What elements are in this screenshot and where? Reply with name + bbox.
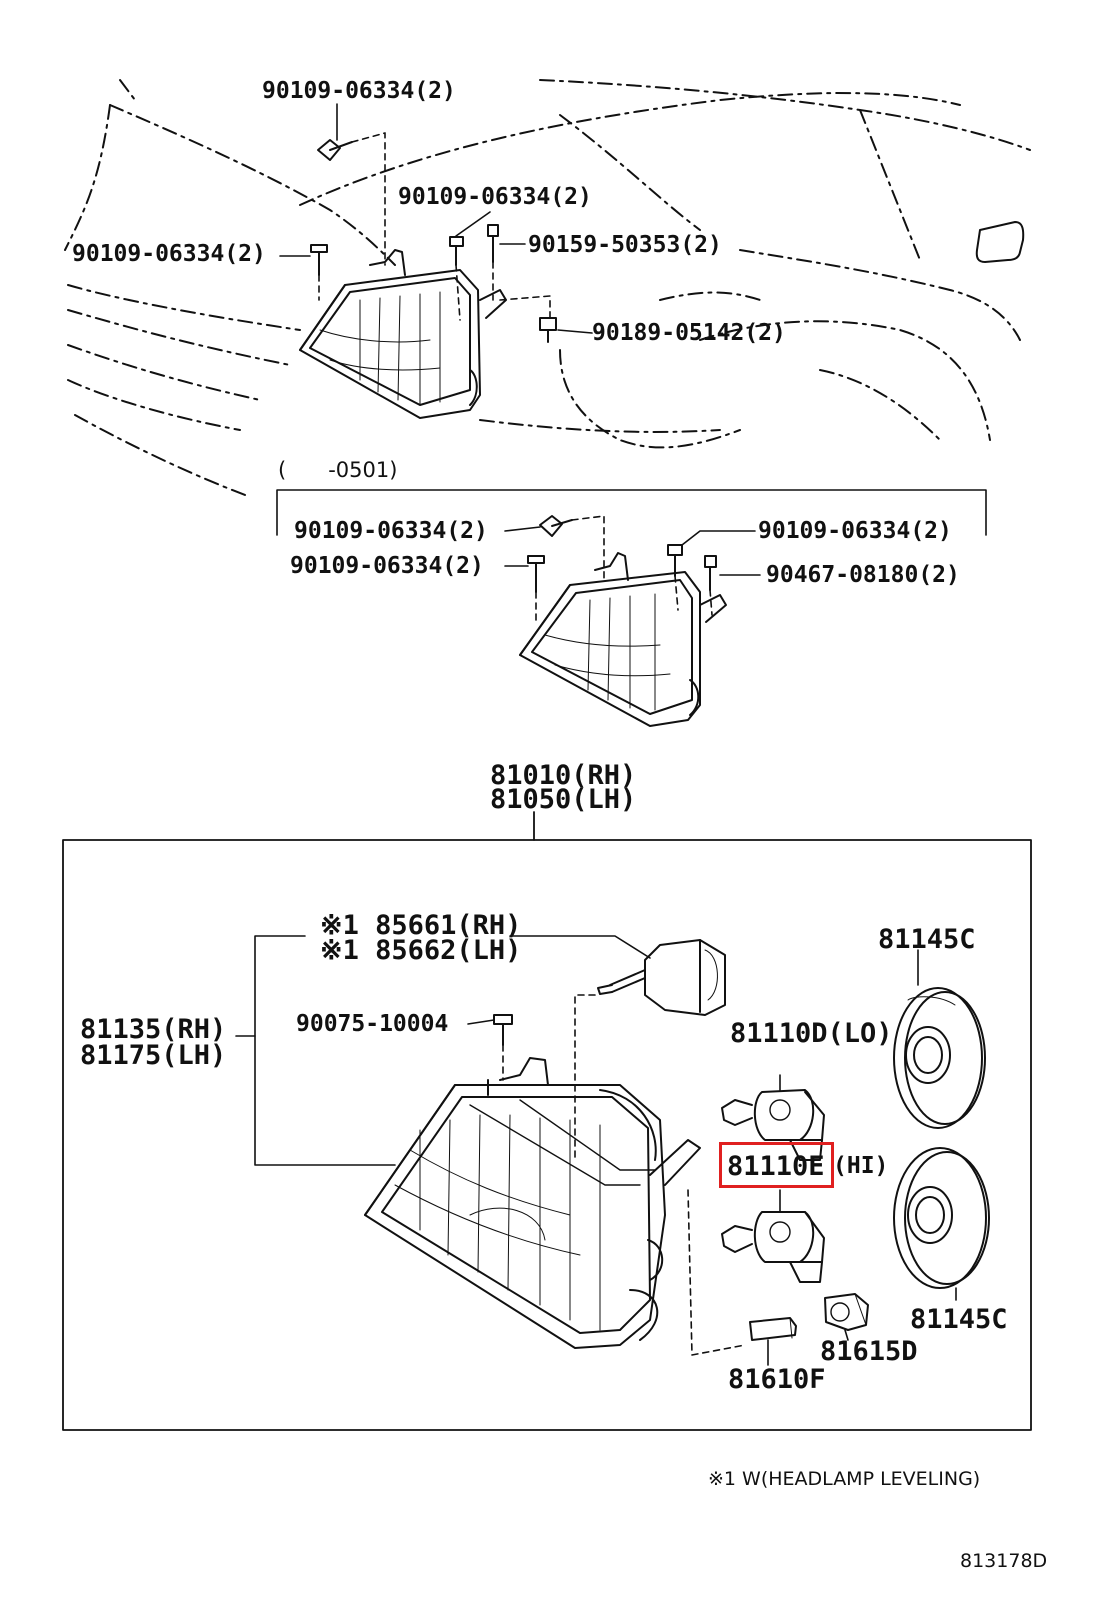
label-assy-lh[interactable]: 81050(LH) <box>490 784 637 815</box>
label-sub-screw-right[interactable]: 90467-08180(2) <box>766 562 960 588</box>
main-headlamp-drawing <box>364 1057 701 1349</box>
label-cover-bottom[interactable]: 81145C <box>910 1304 1008 1335</box>
label-bulb-lo[interactable]: 81110D(LO) <box>730 1018 893 1049</box>
label-screw-right[interactable]: 90159-50353(2) <box>528 232 722 258</box>
upper-leader-lines <box>279 103 593 334</box>
label-cover-top[interactable]: 81145C <box>878 924 976 955</box>
label-left-bolt[interactable]: 90109-06334(2) <box>72 241 266 267</box>
upper-headlamp-drawing <box>299 249 507 419</box>
diagram-id: 813178D <box>960 1550 1048 1572</box>
cover-top-drawing <box>893 949 986 1129</box>
label-clip-right[interactable]: 90189-05142(2) <box>592 320 786 346</box>
label-top-bolt[interactable]: 90109-06334(2) <box>262 78 456 104</box>
lower-leader-lines <box>504 515 761 621</box>
leveling-motor-drawing <box>509 935 726 1161</box>
vehicle-body-outline <box>64 79 1031 496</box>
label-bulb-small[interactable]: 81610F <box>728 1364 826 1395</box>
label-leveling-rh[interactable]: ※1 85661(RH) <box>320 910 522 941</box>
lower-headlamp-drawing <box>519 552 727 727</box>
bulb-lo-drawing <box>721 1074 825 1161</box>
side-marker-outline <box>975 221 1025 263</box>
footnote: ※1 W(HEADLAMP LEVELING) <box>708 1468 981 1490</box>
unit-right-dash <box>687 1189 746 1356</box>
label-leveling-lh[interactable]: ※1 85662(LH) <box>320 935 522 966</box>
label-sub-bolt-right[interactable]: 90109-06334(2) <box>758 518 952 544</box>
label-bulb-hi-tag: (HI) <box>833 1153 889 1179</box>
lower-fasteners <box>527 515 717 593</box>
socket-drawing <box>824 1293 869 1341</box>
highlight-box <box>719 1142 834 1188</box>
label-assy-rh[interactable]: 81010(RH) <box>490 760 637 791</box>
label-socket[interactable]: 81615D <box>820 1336 918 1367</box>
unit-bracket <box>235 935 396 1166</box>
label-range-note: ( -0501) <box>278 458 398 482</box>
label-sub-bolt-left-a[interactable]: 90109-06334(2) <box>294 518 488 544</box>
label-sub-bolt-left-b[interactable]: 90109-06334(2) <box>290 553 484 579</box>
label-bulb-hi-code[interactable]: 81110E <box>727 1151 825 1182</box>
label-screw-small[interactable]: 90075-10004 <box>296 1011 449 1037</box>
label-unit-lh[interactable]: 81175(LH) <box>80 1040 227 1071</box>
bulb-hi-drawing <box>721 1189 825 1283</box>
cover-bottom-drawing <box>893 1147 990 1301</box>
upper-fasteners <box>310 139 557 343</box>
assembly-frame <box>62 811 1032 1431</box>
label-unit-rh[interactable]: 81135(RH) <box>80 1014 227 1045</box>
range-bracket <box>276 489 987 536</box>
small-bulb-drawing <box>749 1317 797 1366</box>
label-upper-bolt-mid[interactable]: 90109-06334(2) <box>398 184 592 210</box>
small-screw-drawing <box>467 1014 513 1081</box>
